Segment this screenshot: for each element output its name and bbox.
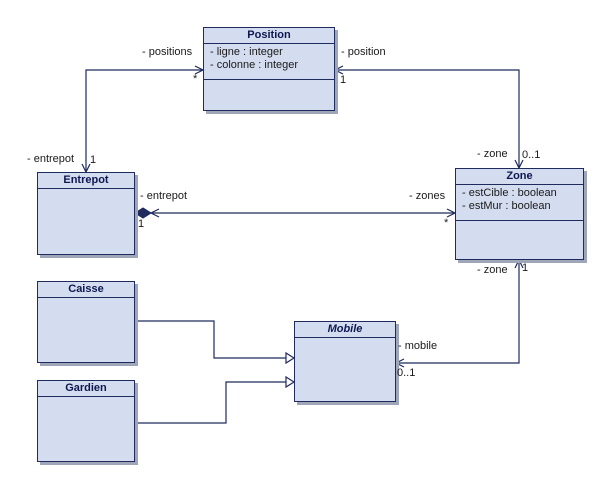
class-caisse[interactable]: Caisse — [37, 281, 135, 363]
label-zone-role-bottom: - zone — [477, 264, 508, 276]
assoc-entrepot-positions — [85, 69, 203, 172]
label-zones-role: - zones — [409, 190, 446, 202]
class-zone-attributes: - estCible : boolean - estMur : boolean — [456, 185, 583, 221]
arrowhead-zone-bottom — [514, 258, 524, 269]
class-entrepot-body — [38, 189, 134, 193]
class-zone[interactable]: Zone - estCible : boolean - estMur : boo… — [455, 168, 584, 260]
class-position-operations — [204, 80, 334, 84]
label-position-role: - position — [341, 46, 386, 58]
attribute-colonne: - colonne : integer — [210, 59, 299, 71]
label-position-mult: 1 — [340, 74, 347, 86]
label-positions-role: - positions — [142, 46, 193, 58]
label-entrepot-role-mid: - entrepot — [140, 190, 188, 202]
class-zone-title: Zone — [456, 169, 583, 185]
label-entrepot-mult-mid: 1 — [138, 218, 145, 230]
arrowhead-entrepot-mid — [149, 208, 160, 218]
attribute-estcible: - estCible : boolean — [462, 187, 557, 199]
class-gardien[interactable]: Gardien — [37, 380, 135, 462]
composition-diamond — [134, 207, 152, 219]
class-mobile-title: Mobile — [295, 322, 395, 338]
class-gardien-body — [38, 397, 134, 401]
arrowhead-position — [333, 65, 344, 75]
generalization-caisse-mobile — [134, 320, 286, 359]
generalization-gardien-mobile — [134, 381, 286, 424]
assoc-zone-mobile — [396, 260, 520, 364]
class-entrepot-title: Entrepot — [38, 173, 134, 189]
class-mobile[interactable]: Mobile — [294, 321, 396, 402]
class-zone-operations — [456, 221, 583, 225]
class-position-title: Position — [204, 28, 334, 44]
generalization-arrowhead-gardien — [285, 375, 296, 389]
label-zone-mult-bottom: 1 — [522, 262, 529, 274]
class-caisse-title: Caisse — [38, 282, 134, 298]
generalization-arrowhead-caisse — [285, 351, 296, 365]
label-zones-mult: * — [444, 217, 449, 229]
label-positions-mult: * — [193, 73, 198, 85]
label-zone-mult-top: 0..1 — [522, 149, 541, 161]
class-entrepot[interactable]: Entrepot — [37, 172, 135, 255]
label-mobile-role: - mobile — [398, 340, 438, 352]
class-caisse-body — [38, 298, 134, 302]
label-zone-role-top: - zone — [477, 148, 508, 160]
assoc-zone-position — [335, 69, 520, 168]
attribute-ligne: - ligne : integer — [210, 46, 283, 58]
class-position[interactable]: Position - ligne : integer - colonne : i… — [203, 27, 335, 111]
class-mobile-body — [295, 338, 395, 342]
label-entrepot-mult-top: 1 — [90, 154, 97, 166]
label-mobile-mult: 0..1 — [397, 367, 416, 379]
arrowhead-mobile — [394, 358, 405, 368]
label-entrepot-role-top: - entrepot — [27, 153, 75, 165]
attribute-estmur: - estMur : boolean — [462, 200, 551, 212]
class-position-attributes: - ligne : integer - colonne : integer — [204, 44, 334, 80]
class-gardien-title: Gardien — [38, 381, 134, 397]
